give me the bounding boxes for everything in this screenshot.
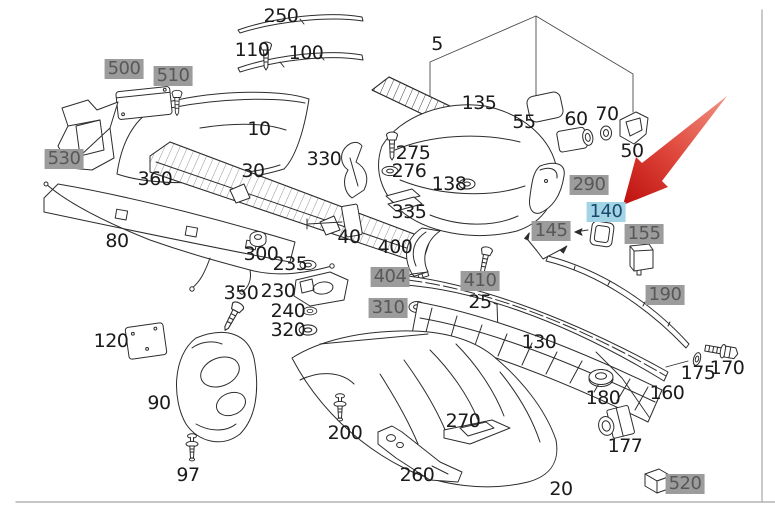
part-label-180: 180: [585, 387, 621, 409]
part-label-138: 138: [431, 173, 467, 195]
part-drawing-90: [176, 332, 258, 443]
part-label-5: 5: [431, 33, 443, 55]
part-label-290[interactable]: 290: [569, 175, 609, 195]
part-drawing-230: [293, 271, 349, 307]
part-drawing-40: [306, 203, 363, 238]
part-label-360: 360: [137, 168, 173, 190]
part-label-170: 170: [709, 357, 745, 379]
part-drawing-190: [545, 255, 690, 349]
part-drawing-175: [665, 352, 702, 368]
part-label-177: 177: [607, 435, 643, 457]
part-drawing-400: [406, 227, 441, 275]
part-label-235: 235: [272, 253, 308, 275]
part-label-320: 320: [270, 319, 306, 341]
part-label-40: 40: [337, 226, 361, 248]
part-drawing-50: [619, 111, 649, 145]
part-label-155[interactable]: 155: [624, 224, 664, 244]
part-label-410[interactable]: 410: [460, 271, 500, 291]
part-label-120: 120: [93, 330, 129, 352]
part-label-230: 230: [260, 280, 296, 302]
red-arrow: [623, 96, 727, 205]
part-drawing-138: [458, 178, 476, 190]
part-drawing-120: [124, 322, 168, 360]
part-label-97: 97: [176, 464, 200, 486]
part-label-100: 100: [288, 42, 324, 64]
part-label-25: 25: [468, 291, 492, 313]
part-label-400: 400: [377, 236, 413, 258]
part-label-10: 10: [247, 118, 271, 140]
part-label-520[interactable]: 520: [665, 474, 705, 494]
part-label-240: 240: [270, 300, 306, 322]
group-bracket-5: [429, 15, 634, 113]
part-label-300: 300: [243, 243, 279, 265]
part-drawing-20: [291, 330, 558, 488]
part-label-275: 275: [395, 142, 431, 164]
part-drawing-250: [237, 14, 364, 34]
part-label-145[interactable]: 145: [531, 221, 571, 241]
part-label-175: 175: [680, 362, 716, 384]
part-drawing-70: [600, 125, 612, 141]
part-drawing-180: [588, 369, 614, 387]
part-drawing-300: [249, 231, 267, 247]
part-drawing-330: [341, 141, 368, 199]
part-drawing-500: [115, 86, 173, 120]
part-label-140[interactable]: 140: [586, 202, 626, 222]
part-label-190[interactable]: 190: [645, 285, 685, 305]
part-label-135: 135: [461, 92, 497, 114]
leader-line-160: [595, 351, 650, 418]
part-label-110: 110: [234, 39, 270, 61]
part-drawing-177: [598, 405, 635, 439]
part-label-310[interactable]: 310: [368, 298, 408, 318]
part-drawing-80: [43, 181, 335, 295]
part-label-350: 350: [223, 282, 259, 304]
part-label-20: 20: [549, 478, 573, 500]
part-label-500[interactable]: 500: [104, 59, 144, 79]
part-label-50: 50: [620, 140, 644, 162]
part-drawing-100: [237, 52, 364, 73]
part-label-260: 260: [399, 464, 435, 486]
part-drawing-260: [377, 425, 463, 483]
part-label-55: 55: [512, 111, 536, 133]
part-label-60: 60: [564, 108, 588, 130]
part-label-130: 130: [521, 331, 557, 353]
part-label-335: 335: [391, 201, 427, 223]
part-label-270: 270: [445, 410, 481, 432]
part-drawing-155: [629, 243, 654, 276]
part-label-530[interactable]: 530: [44, 149, 84, 169]
part-label-330: 330: [306, 148, 342, 170]
part-label-200: 200: [327, 422, 363, 444]
part-drawing-290: [529, 162, 565, 214]
frame-border: [15, 9, 775, 503]
part-label-404[interactable]: 404: [370, 267, 410, 287]
part-drawing-130: [405, 275, 669, 382]
part-drawing-170: [704, 343, 739, 360]
part-label-510[interactable]: 510: [153, 66, 193, 86]
part-label-70: 70: [595, 103, 619, 125]
part-drawing-335: [385, 188, 423, 212]
part-drawing-55: [526, 91, 564, 123]
part-drawing-140: [574, 220, 615, 248]
part-drawing-60: [556, 126, 594, 153]
part-label-276: 276: [391, 160, 427, 182]
part-label-90: 90: [147, 392, 171, 414]
part-label-30: 30: [241, 160, 265, 182]
part-drawing-145: [524, 232, 568, 260]
part-drawing-270: [443, 419, 511, 445]
part-label-160: 160: [649, 382, 685, 404]
part-label-80: 80: [105, 230, 129, 252]
part-label-250: 250: [263, 5, 299, 27]
